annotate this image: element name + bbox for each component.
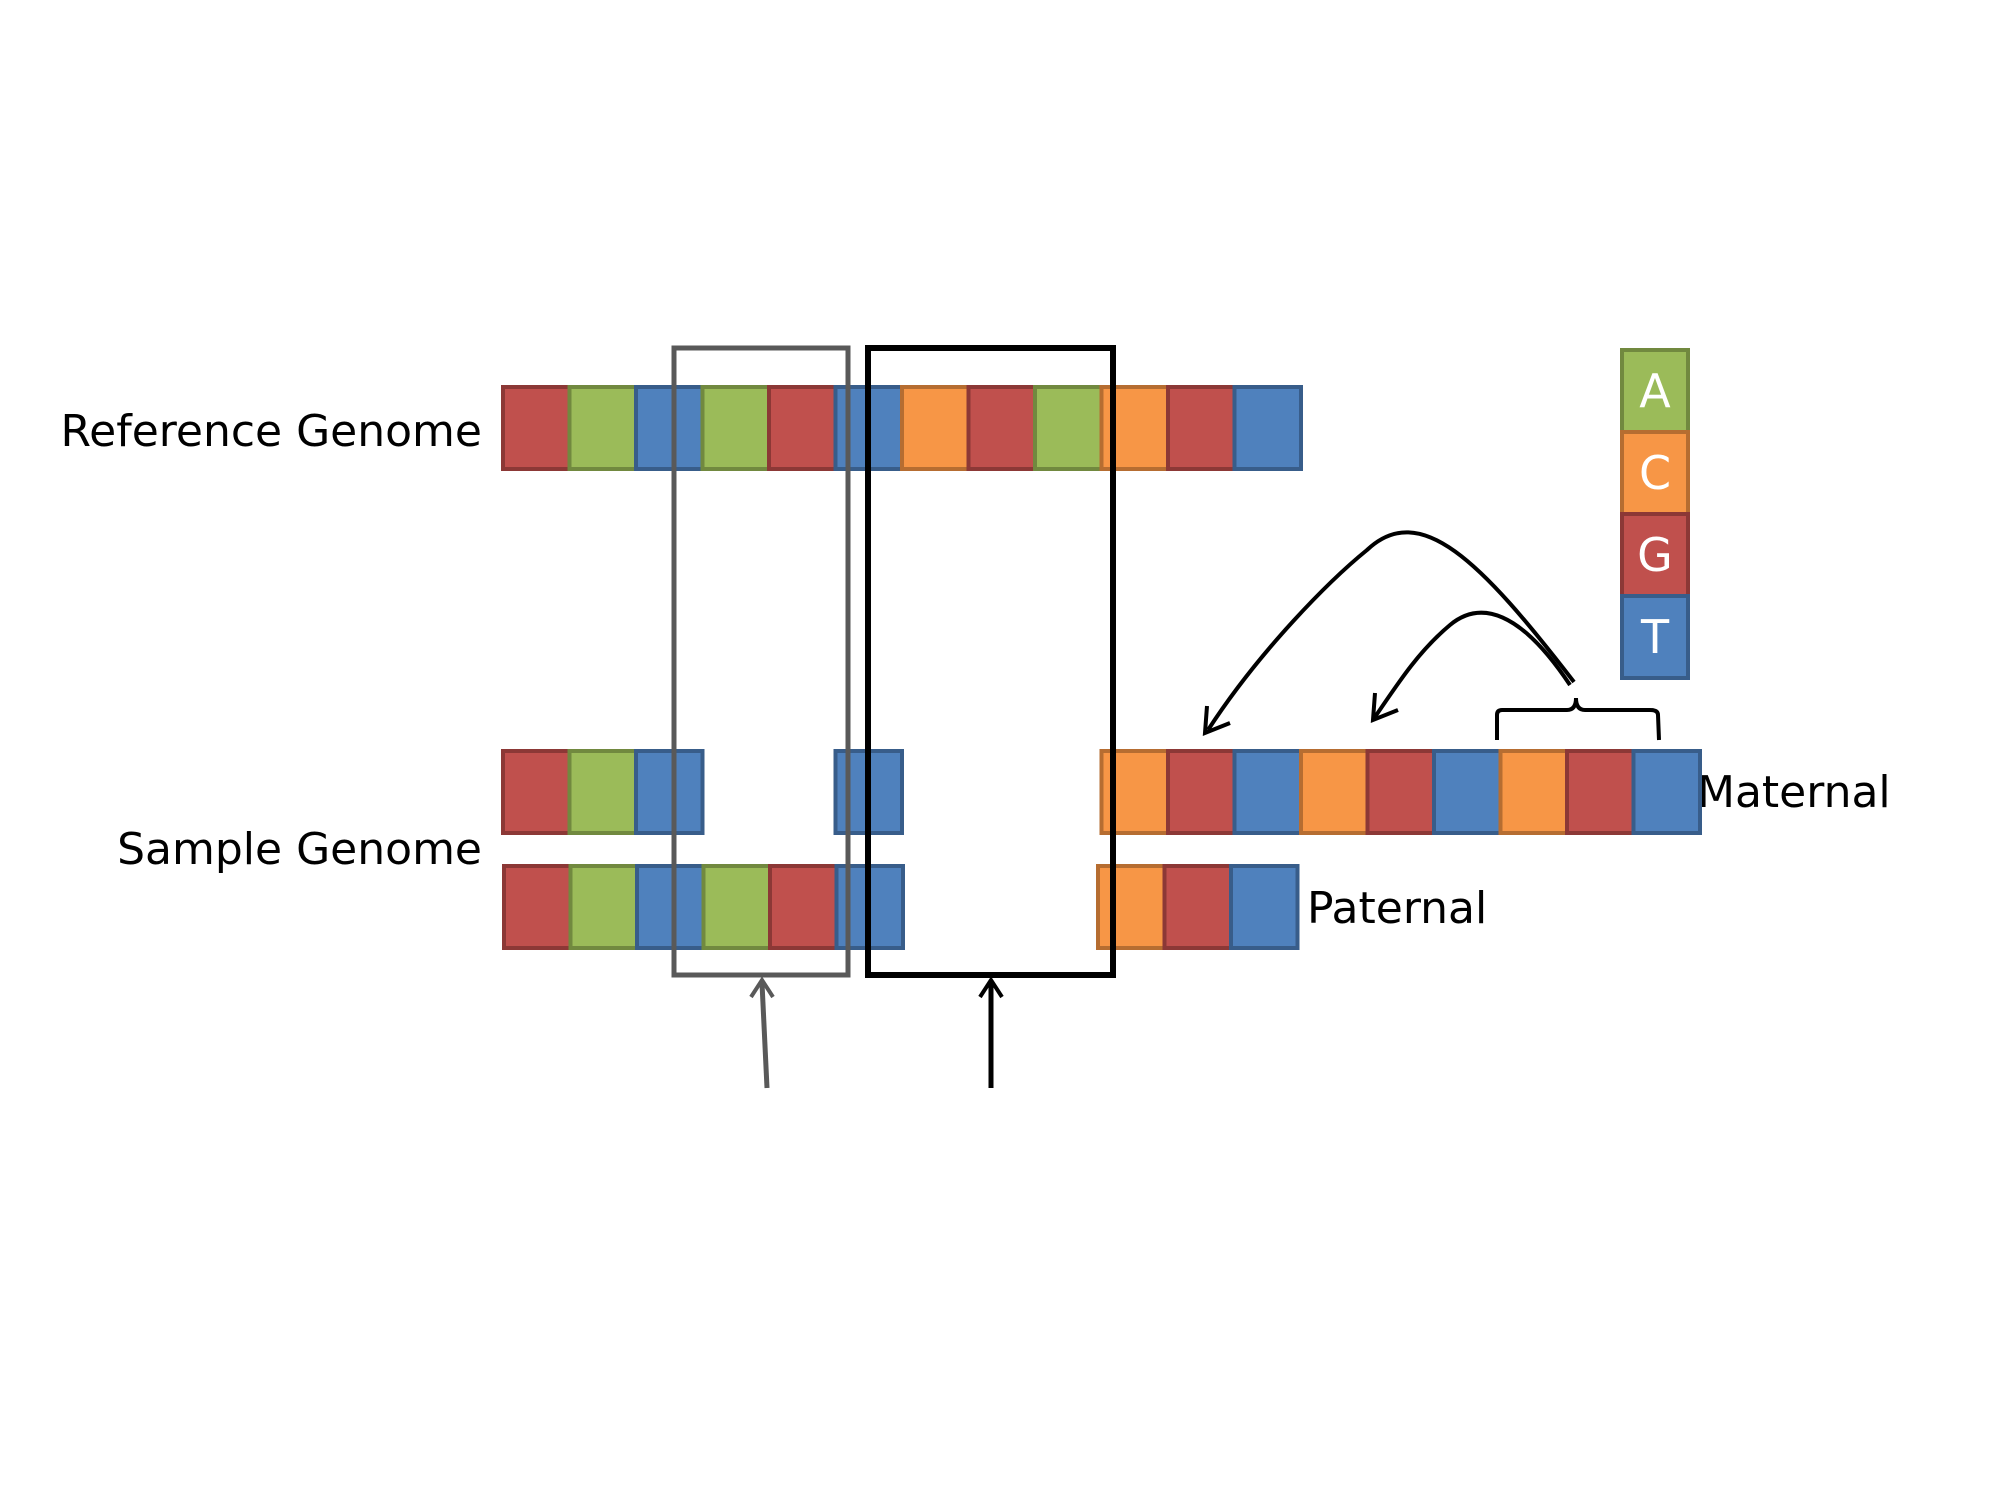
legend-swatch-a [1620, 348, 1690, 434]
reference-sequence [501, 385, 1303, 471]
legend-swatch-t [1620, 594, 1690, 680]
repeat-copy-curve-near [1373, 610, 1572, 719]
maternal-base-g [1365, 749, 1436, 835]
reference-base-t [634, 385, 705, 471]
maternal-base-g [1565, 749, 1636, 835]
legend-label-a: A [1639, 364, 1671, 418]
insertion-pointer-arrowhead [978, 976, 1004, 999]
sample-genome-label: Sample Genome [117, 824, 482, 875]
reference-base-c [900, 385, 971, 471]
paternal-base-t [1229, 864, 1300, 950]
reference-base-a [567, 385, 638, 471]
maternal-base-t [634, 749, 705, 835]
deletion-pointer-arrowhead [749, 976, 775, 999]
paternal-sequence [502, 864, 1300, 950]
paternal-base-t [635, 864, 706, 950]
repeat-bracket [1495, 697, 1661, 741]
maternal-base-c [1498, 749, 1569, 835]
maternal-base-g [501, 749, 572, 835]
maternal-sequence [501, 749, 1702, 835]
paternal-base-g [768, 864, 839, 950]
reference-base-g [966, 385, 1037, 471]
repeat-copy-curve-near-arrowhead [1370, 692, 1399, 724]
legend-label-t: T [1640, 610, 1670, 664]
maternal-base-t [1631, 749, 1702, 835]
repeat-copy-curve-far-arrowhead [1202, 705, 1231, 737]
repeat-copy-curve-far [1206, 530, 1576, 732]
paternal-base-g [502, 864, 573, 950]
maternal-base-t [1432, 749, 1503, 835]
reference-base-g [1166, 385, 1237, 471]
paternal-base-a [568, 864, 639, 950]
maternal-base-t [1232, 749, 1303, 835]
insertion-highlight-box [865, 345, 1116, 978]
maternal-base-a [567, 749, 638, 835]
legend-label-g: G [1637, 528, 1673, 582]
reference-genome-label: Reference Genome [61, 406, 482, 457]
reference-base-g [767, 385, 838, 471]
reference-base-a [1033, 385, 1104, 471]
deletion-highlight-box [671, 345, 851, 978]
reference-base-a [700, 385, 771, 471]
reference-base-t [1232, 385, 1303, 471]
legend-label-c: C [1639, 446, 1671, 500]
paternal-base-c [1096, 864, 1167, 950]
paternal-base-a [701, 864, 772, 950]
paternal-label: Paternal [1307, 883, 1487, 934]
deletion-pointer-arrow [759, 982, 770, 1089]
reference-base-g [501, 385, 572, 471]
maternal-base-g [1166, 749, 1237, 835]
maternal-base-c [1299, 749, 1370, 835]
paternal-base-g [1162, 864, 1233, 950]
legend-swatch-g [1620, 512, 1690, 598]
maternal-label: Maternal [1697, 767, 1891, 818]
